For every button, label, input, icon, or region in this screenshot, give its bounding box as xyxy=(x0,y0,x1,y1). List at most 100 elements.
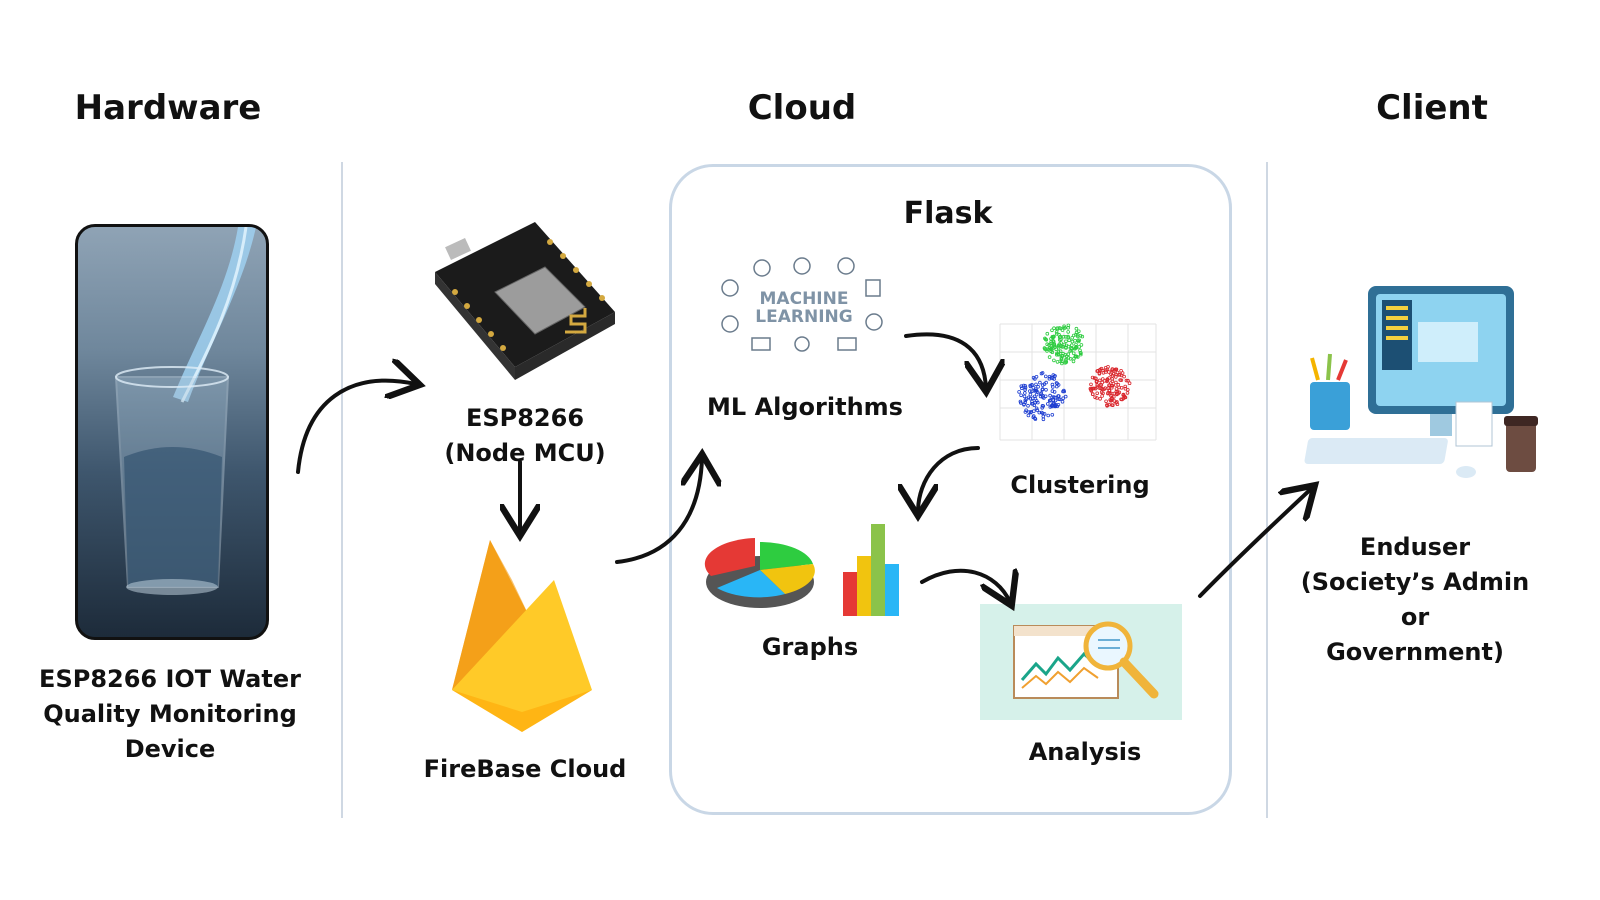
cluster-point xyxy=(1049,404,1054,408)
header-cloud: Cloud xyxy=(747,88,857,128)
cluster-point xyxy=(1098,386,1103,391)
machine-learning-image: MACHINE LEARNING xyxy=(718,257,890,358)
cluster-point xyxy=(1095,396,1099,400)
cluster-point xyxy=(1023,387,1027,392)
arrow-firebase-to-ml xyxy=(615,458,702,564)
cluster-point xyxy=(1123,395,1128,400)
cluster-point xyxy=(1045,402,1050,406)
cluster-point xyxy=(1052,326,1056,331)
cluster-point xyxy=(1066,330,1070,334)
cluster-point xyxy=(1125,391,1130,395)
cluster-point xyxy=(1121,392,1126,397)
cluster-point xyxy=(1035,408,1040,412)
cluster-point xyxy=(1031,385,1036,390)
cluster-point xyxy=(1034,374,1039,379)
cluster-point xyxy=(1119,373,1124,378)
cluster-point xyxy=(1042,412,1047,416)
cluster-point xyxy=(1032,377,1037,381)
esp8266-board-image xyxy=(425,202,625,392)
cluster-point xyxy=(1124,378,1129,383)
cluster-point xyxy=(1079,343,1084,347)
cluster-point xyxy=(1114,367,1118,372)
cluster-point xyxy=(1028,410,1033,415)
cluster-point xyxy=(1028,392,1033,397)
cluster-point xyxy=(1052,358,1056,363)
cluster-point xyxy=(1098,378,1102,383)
cluster-point xyxy=(1047,355,1052,359)
analysis-image xyxy=(980,604,1182,720)
cluster-point xyxy=(1060,399,1065,404)
cluster-point xyxy=(1048,393,1052,398)
cluster-point xyxy=(1032,394,1037,399)
water-glass-image xyxy=(75,224,269,640)
device-label-line1: ESP8266 IOT Water xyxy=(39,665,301,693)
esp-label-line1: ESP8266 xyxy=(465,404,585,432)
esp-label-line2: (Node MCU) xyxy=(444,439,606,467)
cluster-point xyxy=(1066,323,1071,328)
cluster-point xyxy=(1080,334,1085,339)
enduser-label-line1: Enduser xyxy=(1359,533,1471,561)
cluster-point xyxy=(1028,396,1033,401)
ml-image-text-line2: LEARNING xyxy=(755,307,853,327)
enduser-label-line3: or xyxy=(1400,603,1430,631)
cluster-point xyxy=(1107,370,1111,374)
cluster-point xyxy=(1092,386,1096,391)
cluster-point xyxy=(1045,342,1049,347)
cluster-point xyxy=(1055,326,1060,331)
cluster-point xyxy=(1057,342,1062,347)
graphs-label: Graphs xyxy=(761,633,859,661)
cluster-point xyxy=(1061,334,1066,339)
ml-algorithms-label: ML Algorithms xyxy=(707,393,903,421)
cluster-point xyxy=(1051,334,1056,339)
clustering-scatter-image xyxy=(992,316,1160,452)
cluster-point xyxy=(1115,400,1119,404)
cluster-point xyxy=(1093,395,1097,400)
cluster-point xyxy=(1110,384,1115,388)
cluster-point xyxy=(1021,383,1026,388)
cluster-point xyxy=(1039,391,1043,395)
cluster-point xyxy=(1066,344,1071,349)
cluster-point xyxy=(1064,357,1068,362)
cluster-point xyxy=(1043,374,1048,379)
cluster-point xyxy=(1022,394,1027,399)
cluster-point xyxy=(1106,386,1111,390)
cluster-point xyxy=(1056,350,1061,354)
cluster-point xyxy=(1074,326,1079,331)
cluster-point xyxy=(1050,376,1055,380)
cluster-point xyxy=(1048,398,1053,402)
cluster-point xyxy=(1024,397,1029,401)
cluster-point xyxy=(1061,396,1065,400)
cluster-point xyxy=(1112,371,1116,376)
header-client: Client xyxy=(1376,88,1488,128)
cluster-point xyxy=(1031,415,1036,420)
cluster-point xyxy=(1051,395,1056,399)
cluster-point xyxy=(1033,388,1038,393)
cluster-point xyxy=(1019,393,1023,398)
cluster-point xyxy=(1040,387,1045,391)
divider-hardware-cloud xyxy=(341,162,343,818)
arrow-device-to-esp xyxy=(296,381,416,474)
cluster-point xyxy=(1066,352,1071,356)
cluster-point xyxy=(1061,389,1065,394)
arrow-analysis-to-enduser xyxy=(1198,488,1312,598)
cluster-point xyxy=(1056,345,1061,350)
cluster-point xyxy=(1024,408,1028,413)
cluster-point xyxy=(1104,399,1108,404)
cluster-point xyxy=(1055,384,1059,389)
cluster-point xyxy=(1105,379,1109,384)
arrow-graphs-to-analysis xyxy=(920,571,1010,602)
enduser-computer-image xyxy=(1304,282,1546,492)
cluster-point xyxy=(1123,384,1128,389)
cluster-point xyxy=(1098,397,1102,401)
cluster-point xyxy=(1033,417,1038,421)
cluster-point xyxy=(1077,338,1081,343)
cluster-point xyxy=(1076,334,1080,339)
cluster-point xyxy=(1070,346,1074,351)
cluster-point xyxy=(1054,381,1059,385)
cluster-point xyxy=(1060,328,1065,332)
cluster-point xyxy=(1110,377,1115,381)
cluster-point xyxy=(1110,385,1114,390)
cluster-point xyxy=(1043,336,1047,341)
cluster-point xyxy=(1057,397,1062,402)
